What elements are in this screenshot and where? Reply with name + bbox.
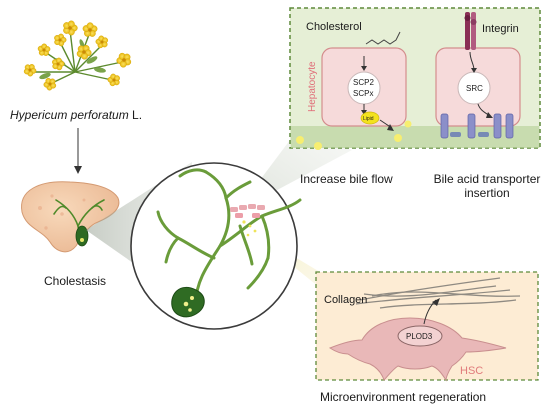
microenvironment-regeneration-caption: Microenvironment regeneration xyxy=(320,390,487,404)
increase-bile-flow-caption: Increase bile flow xyxy=(300,172,393,186)
transporter-caption-line-1: Bile acid transporter xyxy=(433,172,541,186)
flower-icon xyxy=(43,77,57,91)
plant-name-label: Hypericum perforatum L. xyxy=(10,108,143,122)
cholesterol-label: Cholesterol xyxy=(306,21,362,33)
flower-icon xyxy=(23,64,37,77)
scpx-label: SCPx xyxy=(353,89,374,98)
flower-icon xyxy=(107,73,120,87)
flower-icon xyxy=(37,43,51,56)
integrin-label: Integrin xyxy=(482,23,519,35)
bile-acid-transporter-caption: Bile acid transporter insertion xyxy=(428,172,546,200)
plod3-label: PLOD3 xyxy=(406,332,433,341)
cholestatic-liver-icon xyxy=(21,181,120,253)
src-label: SRC xyxy=(466,84,483,93)
flower-icon xyxy=(52,57,65,71)
bile-droplets-icon xyxy=(296,120,412,150)
lipid-droplet-icon xyxy=(360,111,380,125)
transporter-caption-line-2: insertion xyxy=(464,186,510,200)
cell-mechanism-panel xyxy=(289,7,541,150)
arrow-plant-to-liver xyxy=(74,128,82,174)
bile-acid-transporter-icon xyxy=(440,113,514,139)
integrin-receptor-icon xyxy=(464,12,477,50)
hsc-cell-icon xyxy=(328,317,507,382)
cholesterol-molecule-icon xyxy=(365,31,401,45)
collagen-fibers-icon xyxy=(355,277,521,309)
flower-icon xyxy=(82,22,98,37)
hsc-label: HSC xyxy=(460,365,484,377)
flower-icon xyxy=(76,44,92,60)
flower-icon xyxy=(54,33,67,47)
hepatocyte-cluster-icon xyxy=(230,204,265,218)
hypericum-plant-icon xyxy=(23,20,132,91)
bile-acid-dots-icon xyxy=(242,220,257,237)
flower-icon xyxy=(116,52,132,68)
cholestasis-label: Cholestasis xyxy=(44,274,107,288)
collagen-label: Collagen xyxy=(324,294,368,306)
lipid-label: Lipid xyxy=(363,116,374,122)
flower-icon xyxy=(95,35,109,49)
hepatocyte-label: Hepatocyte xyxy=(307,61,318,112)
plant-author-label: L. xyxy=(128,108,143,122)
hsc-panel xyxy=(315,271,539,382)
flower-icon xyxy=(63,20,78,36)
scp2-label: SCP2 xyxy=(353,78,374,87)
magnified-bile-duct-circle xyxy=(130,162,302,330)
